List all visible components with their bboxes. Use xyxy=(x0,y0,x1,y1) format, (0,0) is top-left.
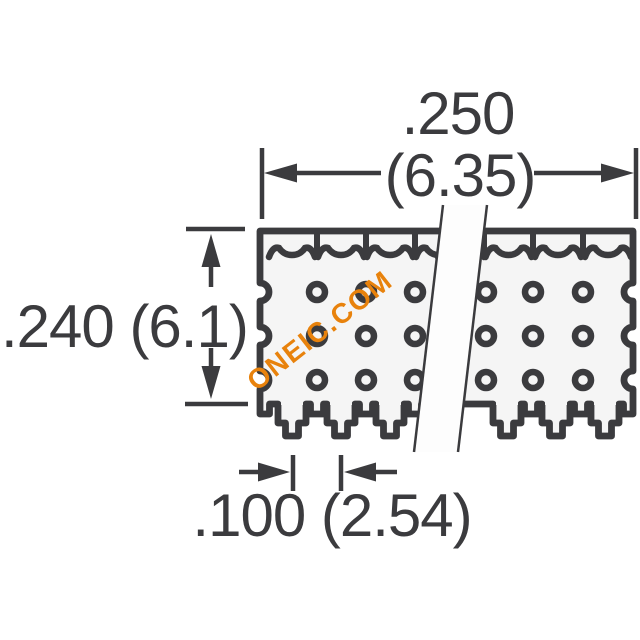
left-cell-dividers xyxy=(314,233,418,254)
component-right-section xyxy=(434,227,637,440)
left-pin-holes xyxy=(305,280,427,392)
break-band xyxy=(412,204,489,453)
component-left-section xyxy=(256,227,466,440)
dim-arrow-left-icon xyxy=(264,163,297,183)
dim-pitch-bottom xyxy=(239,455,397,491)
break-band-fill xyxy=(414,205,487,452)
dim-width-top xyxy=(259,148,639,219)
dim-label-pitch: .100 (2.54) xyxy=(192,482,472,549)
dim-arrow-right-icon xyxy=(601,163,634,183)
dim-label-width-mm: (6.35) xyxy=(384,142,537,209)
dim-label-height: .240 (6.1) xyxy=(1,293,249,360)
right-pin-holes xyxy=(474,280,595,392)
dim-arrow-up-icon xyxy=(201,234,221,267)
dim-arrow-down-icon xyxy=(201,366,221,399)
dim-label-width-inches: .250 xyxy=(401,80,516,147)
break-line-right xyxy=(456,204,489,453)
dim-height-left xyxy=(185,226,248,407)
dim-arrow-in-left-icon xyxy=(258,462,290,482)
dim-arrow-in-right-icon xyxy=(344,462,376,482)
break-line-left xyxy=(412,204,445,453)
